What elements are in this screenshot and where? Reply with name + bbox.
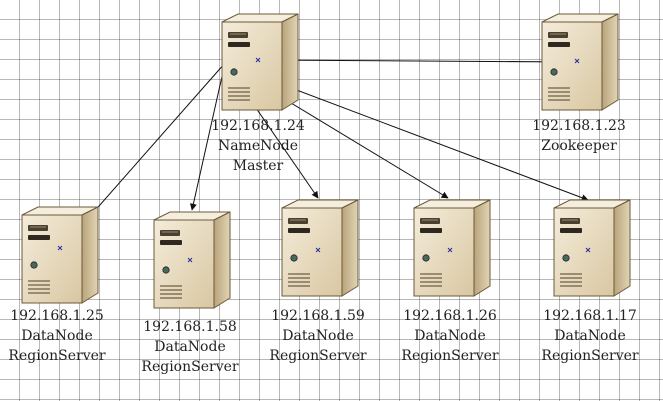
node-59-role-regionserver: RegionServer bbox=[269, 348, 367, 364]
node-26-ip: 192.168.1.26 bbox=[403, 308, 497, 324]
node-25-role-datanode: DataNode bbox=[21, 328, 93, 344]
node-59-label: 192.168.1.59 DataNode RegionServer bbox=[269, 306, 366, 366]
node-17-label: 192.168.1.17 DataNode RegionServer bbox=[541, 306, 638, 366]
zookeeper-label: 192.168.1.23 Zookeeper bbox=[532, 116, 626, 156]
server-zookeeper bbox=[541, 13, 619, 111]
node-25-ip: 192.168.1.25 bbox=[10, 308, 104, 324]
server-node-58 bbox=[153, 211, 231, 309]
node-59-ip: 192.168.1.59 bbox=[271, 308, 365, 324]
node-58-role-regionserver: RegionServer bbox=[141, 359, 239, 375]
server-node-25 bbox=[21, 206, 99, 304]
master-ip: 192.168.1.24 bbox=[211, 118, 305, 134]
master-role-namenode: NameNode bbox=[217, 138, 299, 154]
node-58-ip: 192.168.1.58 bbox=[143, 319, 237, 335]
node-26-role-regionserver: RegionServer bbox=[401, 348, 499, 364]
node-25-label: 192.168.1.25 DataNode RegionServer bbox=[8, 306, 105, 366]
node-58-role-datanode: DataNode bbox=[154, 339, 226, 355]
node-17-role-regionserver: RegionServer bbox=[541, 348, 639, 364]
node-26-role-datanode: DataNode bbox=[414, 328, 486, 344]
master-role-master: Master bbox=[232, 158, 284, 174]
master-label: 192.168.1.24 NameNode Master bbox=[211, 116, 305, 176]
server-node-17 bbox=[553, 199, 631, 297]
zookeeper-role: Zookeeper bbox=[541, 138, 617, 154]
connection-points bbox=[57, 57, 591, 263]
zookeeper-ip: 192.168.1.23 bbox=[532, 118, 626, 134]
node-25-role-regionserver: RegionServer bbox=[8, 348, 106, 364]
node-17-ip: 192.168.1.17 bbox=[543, 308, 637, 324]
link-master-zookeeper bbox=[257, 56, 579, 66]
link-master-node-58 bbox=[189, 62, 226, 211]
node-58-label: 192.168.1.58 DataNode RegionServer bbox=[141, 317, 238, 377]
node-59-role-datanode: DataNode bbox=[282, 328, 354, 344]
node-17-role-datanode: DataNode bbox=[554, 328, 626, 344]
node-26-label: 192.168.1.26 DataNode RegionServer bbox=[401, 306, 498, 366]
